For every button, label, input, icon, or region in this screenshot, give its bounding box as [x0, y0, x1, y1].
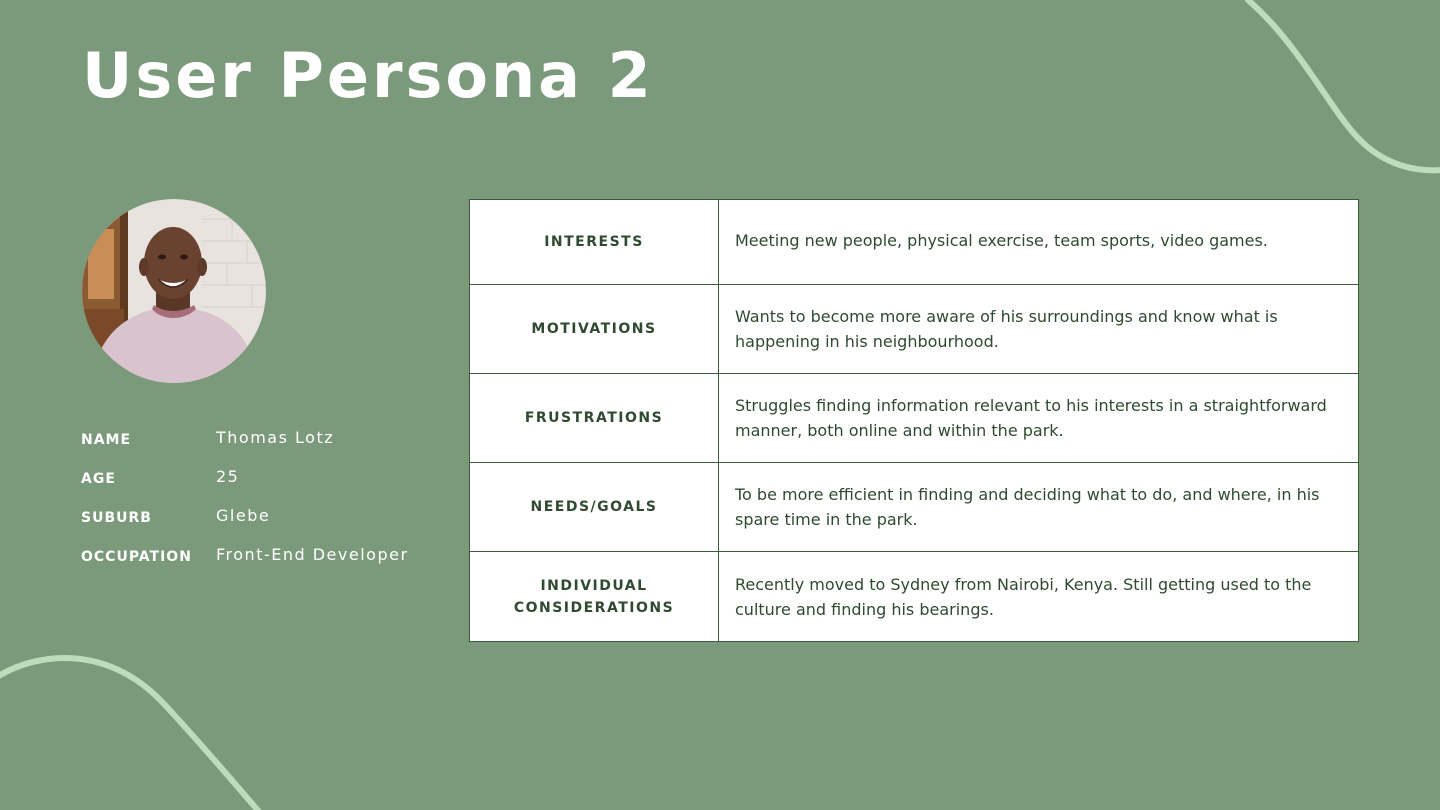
profile-label: SUBURB	[81, 510, 152, 526]
table-row-motivations: MOTIVATIONS Wants to become more aware o…	[469, 284, 1359, 374]
row-text: To be more efficient in finding and deci…	[718, 462, 1359, 552]
profile-value: Front-End Developer	[216, 545, 409, 564]
table-row-frustrations: FRUSTRATIONS Struggles finding informati…	[469, 373, 1359, 463]
row-text: Struggles finding information relevant t…	[718, 373, 1359, 463]
table-row-needs-goals: NEEDS/GOALS To be more efficient in find…	[469, 462, 1359, 552]
profile-label: AGE	[81, 471, 116, 487]
table-row-individual-considerations: INDIVIDUAL CONSIDERATIONS Recently moved…	[469, 551, 1359, 642]
row-label: NEEDS/GOALS	[469, 462, 719, 552]
profile-value: Glebe	[216, 506, 271, 525]
profile-row-name: NAME Thomas Lotz	[81, 420, 441, 459]
profile-row-age: AGE 25	[81, 459, 441, 498]
row-label: INTERESTS	[469, 199, 719, 285]
decorative-curve-bottom	[0, 655, 262, 810]
decorative-curve-top	[1245, 0, 1440, 174]
profile-row-occupation: OCCUPATION Front-End Developer	[81, 537, 441, 576]
row-label: INDIVIDUAL CONSIDERATIONS	[469, 551, 719, 642]
row-label-line: CONSIDERATIONS	[513, 599, 675, 616]
persona-avatar	[82, 199, 266, 383]
row-text: Wants to become more aware of his surrou…	[718, 284, 1359, 374]
table-row-interests: INTERESTS Meeting new people, physical e…	[469, 199, 1359, 285]
row-text: Recently moved to Sydney from Nairobi, K…	[718, 551, 1359, 642]
profile-label: OCCUPATION	[81, 549, 192, 565]
row-label: FRUSTRATIONS	[469, 373, 719, 463]
profile-info: NAME Thomas Lotz AGE 25 SUBURB Glebe OCC…	[81, 420, 441, 576]
profile-value: 25	[216, 467, 240, 486]
row-label-line: INDIVIDUAL	[540, 577, 648, 594]
profile-value: Thomas Lotz	[216, 428, 335, 447]
profile-row-suburb: SUBURB Glebe	[81, 498, 441, 537]
persona-table: INTERESTS Meeting new people, physical e…	[469, 199, 1359, 642]
row-text: Meeting new people, physical exercise, t…	[718, 199, 1359, 285]
row-label: MOTIVATIONS	[469, 284, 719, 374]
profile-label: NAME	[81, 432, 132, 448]
page-title: User Persona 2	[82, 39, 654, 112]
